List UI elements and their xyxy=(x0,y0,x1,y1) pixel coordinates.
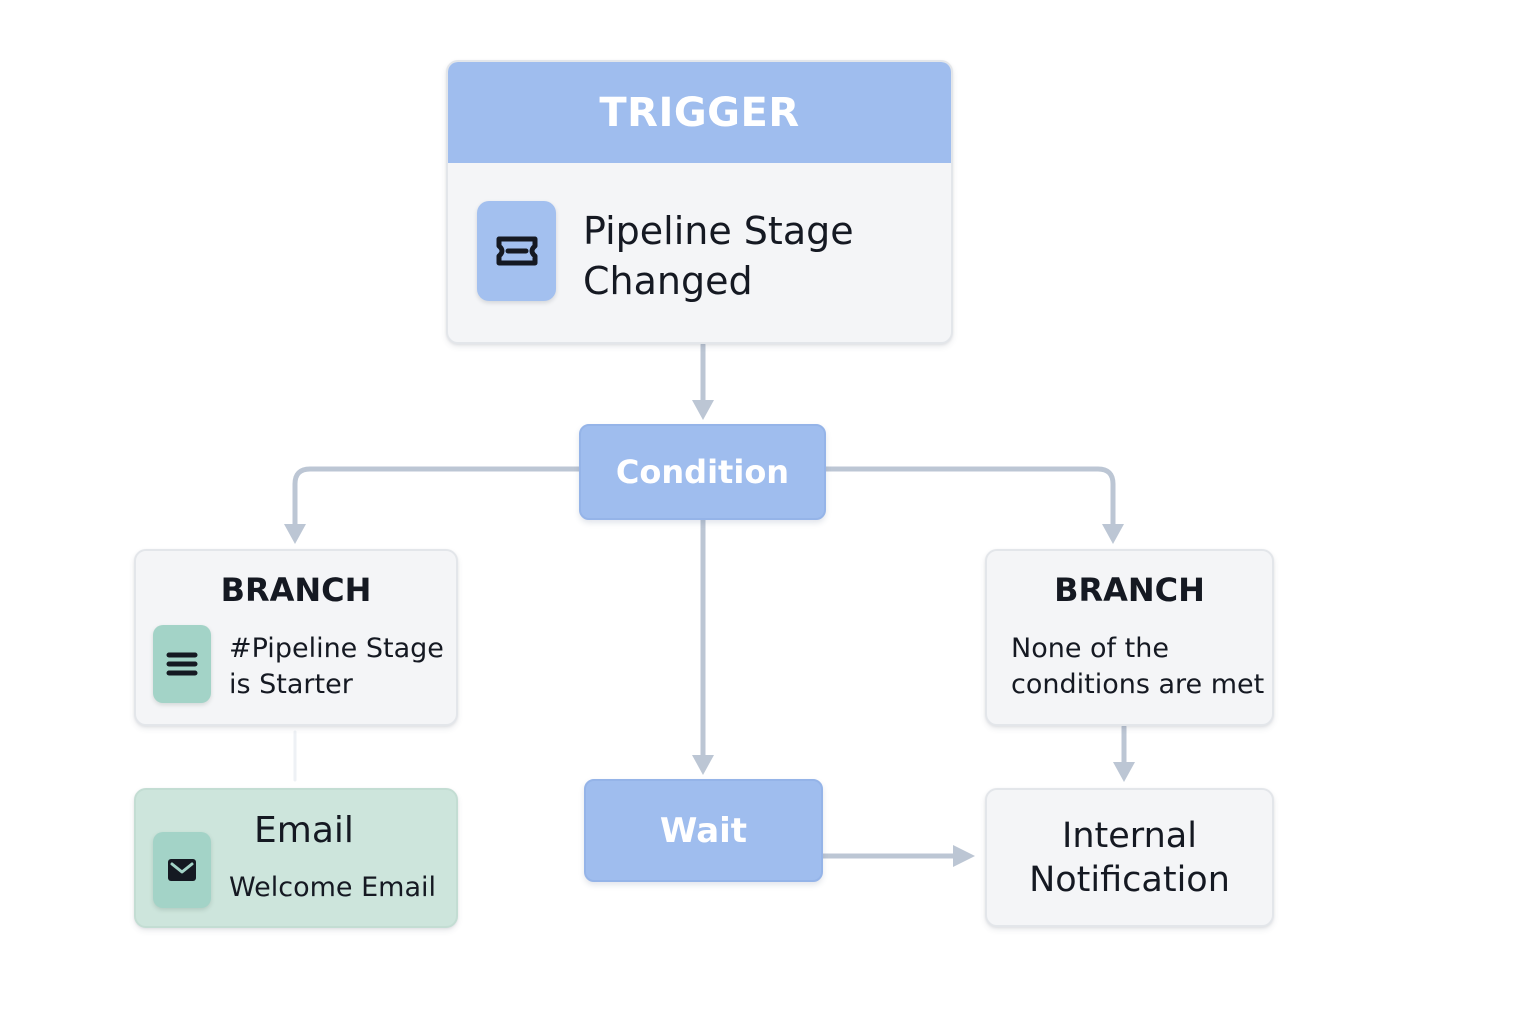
wait-node[interactable]: Wait xyxy=(584,779,823,882)
notification-label: Internal Notification xyxy=(1000,814,1260,902)
menu-icon xyxy=(153,625,211,703)
trigger-header: TRIGGER xyxy=(448,62,951,163)
branch-condition-label: None of the conditions are met xyxy=(1011,631,1273,703)
email-node[interactable]: Email Welcome Email xyxy=(134,788,458,928)
branch-node-starter[interactable]: BRANCH #Pipeline Stage is Starter xyxy=(134,549,458,726)
connector-condition-to-right-branch xyxy=(823,466,1116,530)
arrowhead-left-branch xyxy=(284,524,306,544)
wait-label: Wait xyxy=(659,810,748,851)
branch-condition-line2: conditions are met xyxy=(1011,669,1265,700)
trigger-label-line2: Changed xyxy=(583,259,753,303)
condition-label: Condition xyxy=(615,453,790,491)
arrowhead-wait xyxy=(692,755,714,775)
trigger-label: Pipeline Stage Changed xyxy=(583,206,923,306)
branch-condition-line1: #Pipeline Stage xyxy=(229,633,444,664)
notification-label-line1: Internal xyxy=(1062,815,1197,856)
ticket-icon xyxy=(477,201,556,301)
branch-title: BRANCH xyxy=(220,571,372,609)
branch-condition-line2: is Starter xyxy=(229,669,353,700)
branch-node-none-met[interactable]: BRANCH None of the conditions are met xyxy=(985,549,1274,726)
trigger-label-line1: Pipeline Stage xyxy=(583,209,854,253)
trigger-node[interactable]: TRIGGER Pipeline Stage Changed xyxy=(446,60,953,344)
trigger-title: TRIGGER xyxy=(599,89,800,136)
arrowhead-right-branch xyxy=(1102,524,1124,544)
branch-condition-line1: None of the xyxy=(1011,633,1169,664)
email-title: Email xyxy=(254,810,354,851)
email-subtitle: Welcome Email xyxy=(229,872,436,903)
arrowhead-condition xyxy=(692,400,714,420)
arrowhead-notification-top xyxy=(1113,762,1135,782)
branch-condition-label: #Pipeline Stage is Starter xyxy=(229,631,459,703)
envelope-icon xyxy=(153,832,211,908)
condition-node[interactable]: Condition xyxy=(579,424,826,520)
branch-title: BRANCH xyxy=(1054,571,1205,609)
internal-notification-node[interactable]: Internal Notification xyxy=(985,788,1274,927)
connector-condition-to-left-branch xyxy=(292,466,582,530)
arrowhead-notification-left xyxy=(953,845,975,867)
notification-label-line2: Notification xyxy=(1029,859,1230,900)
